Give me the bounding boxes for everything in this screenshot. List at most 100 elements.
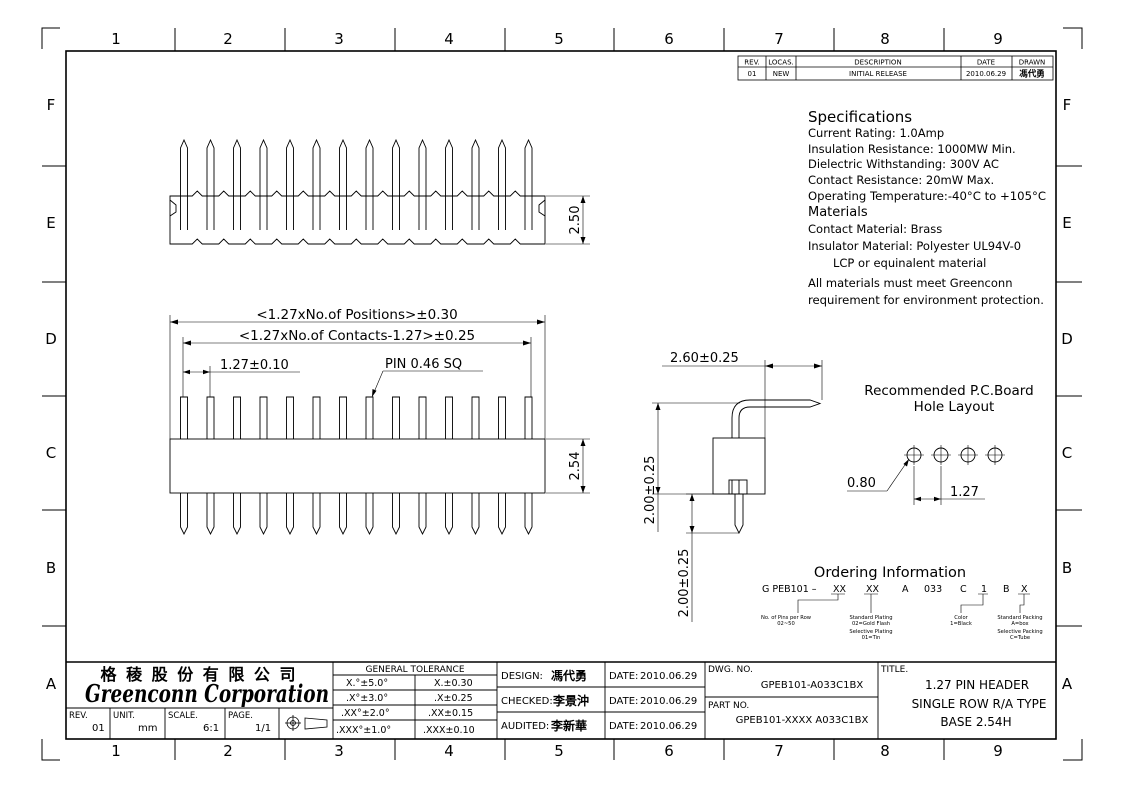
top-view-pin bbox=[259, 138, 268, 230]
order-code-plating: XX bbox=[866, 584, 880, 595]
top-view-notch bbox=[169, 199, 177, 217]
top-view-pin bbox=[180, 138, 188, 230]
dim-positions: <1.27xNo.of Positions>±0.30 bbox=[256, 307, 457, 323]
frame-row-label: F bbox=[47, 96, 56, 114]
front-view-pin bbox=[259, 396, 268, 439]
order-code-a: A bbox=[902, 584, 909, 595]
front-view-pin bbox=[524, 493, 533, 536]
company-name-cn: 格 稜 股 份 有 限 公 司 bbox=[101, 665, 298, 684]
top-view-pin bbox=[339, 138, 347, 230]
order-note-plating-2: 02=Gold Flash bbox=[852, 621, 890, 627]
frame-row-label: D bbox=[1061, 330, 1073, 348]
front-view-pin bbox=[206, 396, 215, 439]
date-value: 2010.06.29 bbox=[640, 696, 697, 707]
dwg-label: DWG. NO. bbox=[708, 665, 753, 675]
dim-side-lower: 2.00±0.25 bbox=[677, 549, 692, 618]
frame-row-label: A bbox=[46, 675, 57, 693]
front-view-pin bbox=[180, 396, 188, 439]
spec-line: Current Rating: 1.0Amp bbox=[808, 126, 944, 140]
front-view-pin bbox=[471, 396, 480, 439]
front-view-pin bbox=[286, 396, 294, 439]
dwg-number: GPEB101-A033C1BX bbox=[761, 680, 864, 691]
tolerance-title: GENERAL TOLERANCE bbox=[365, 665, 464, 675]
top-view-pins bbox=[169, 138, 546, 230]
order-code-c: C bbox=[960, 584, 967, 595]
rev-header-date: DATE bbox=[977, 59, 995, 67]
order-note-color-2: 1=Black bbox=[950, 621, 972, 627]
material-line: requirement for environment protection. bbox=[808, 293, 1044, 307]
frame-column-label: 2 bbox=[223, 742, 233, 760]
order-note-packing-4: C=Tube bbox=[1010, 635, 1030, 641]
drawing-frame bbox=[41, 27, 1083, 761]
pcb-title-line1: Recommended P.C.Board bbox=[864, 383, 1033, 399]
dim-top-height: 2.50 bbox=[568, 206, 583, 235]
frame-column-label: 4 bbox=[444, 30, 454, 48]
top-view-pin bbox=[312, 138, 321, 230]
spec-line: Insulation Resistance: 1000MW Min. bbox=[808, 142, 1016, 156]
dim-body-height: 2.54 bbox=[568, 452, 583, 481]
frame-column-label: 9 bbox=[993, 742, 1003, 760]
frame-column-label: 8 bbox=[880, 742, 890, 760]
order-note-plating-4: 01=Tin bbox=[862, 635, 881, 641]
front-view-pin bbox=[312, 493, 321, 536]
title-label: TITLE. bbox=[880, 665, 908, 675]
dim-side-upper: 2.00±0.25 bbox=[643, 456, 658, 525]
scale-label: SCALE. bbox=[168, 711, 198, 721]
company-name-en: Greenconn Corporation bbox=[85, 679, 329, 708]
pcb-hole-layout: Recommended P.C.Board Hole Layout 0.80 1… bbox=[847, 383, 1034, 505]
page-label: PAGE. bbox=[228, 711, 253, 721]
frame-column-label: 6 bbox=[664, 30, 674, 48]
ordering-title: Ordering Information bbox=[814, 565, 966, 581]
design-name: 馮代勇 bbox=[551, 668, 587, 683]
rev-header-drawn: DRAWN bbox=[1019, 59, 1046, 67]
front-view-pin bbox=[392, 493, 400, 536]
order-note-packing-1: Standard Packing bbox=[997, 615, 1042, 621]
rev-value-description: INITIAL RELEASE bbox=[849, 70, 907, 78]
order-note-color-1: Color bbox=[954, 615, 968, 621]
tolerance-angle: .XXX°±1.0° bbox=[336, 725, 391, 736]
side-view-bent-pin bbox=[731, 399, 822, 438]
unit-value: mm bbox=[138, 723, 157, 734]
front-view-pin bbox=[339, 493, 347, 536]
title-line: BASE 2.54H bbox=[940, 715, 1011, 729]
front-view-pin bbox=[524, 396, 533, 439]
title-line: SINGLE ROW R/A TYPE bbox=[912, 697, 1047, 711]
top-view-pin bbox=[471, 138, 480, 230]
rev-value-date: 2010.06.29 bbox=[966, 70, 1006, 78]
rev-header-locas: LOCAS. bbox=[768, 59, 794, 67]
front-view-pin bbox=[365, 396, 374, 439]
specifications-title: Specifications bbox=[808, 108, 912, 126]
rev-label: REV. bbox=[69, 711, 88, 721]
frame-row-label: F bbox=[1063, 96, 1072, 114]
projection-symbol-icon bbox=[285, 715, 328, 731]
order-code-pins: XX bbox=[833, 584, 847, 595]
date-label: DATE: bbox=[609, 721, 638, 732]
unit-label: UNIT. bbox=[113, 711, 135, 721]
date-label: DATE: bbox=[609, 696, 638, 707]
dim-pitch: 1.27±0.10 bbox=[220, 358, 289, 373]
front-view-pin bbox=[180, 493, 188, 536]
frame-row-label: E bbox=[46, 214, 55, 232]
frame-column-label: 8 bbox=[880, 30, 890, 48]
frame-row-label: B bbox=[46, 559, 56, 577]
frame-column-label: 3 bbox=[334, 30, 344, 48]
scale-value: 6:1 bbox=[203, 723, 219, 734]
order-note-packing-2: A=box bbox=[1011, 621, 1028, 627]
ordering-information: Ordering Information G PEB101 – XX XX A … bbox=[761, 565, 1043, 641]
part-number: GPEB101-XXXX A033C1BX bbox=[736, 715, 869, 726]
side-view-tail bbox=[734, 494, 744, 535]
top-view-pin bbox=[365, 138, 374, 230]
front-view-pin bbox=[471, 493, 480, 536]
title-block: 格 稜 股 份 有 限 公 司 Greenconn Corporation RE… bbox=[66, 661, 1056, 739]
top-view-notch bbox=[538, 199, 546, 217]
front-view-pin bbox=[286, 493, 294, 536]
dim-hole-diameter: 0.80 bbox=[847, 476, 876, 491]
page-value: 1/1 bbox=[255, 723, 271, 734]
top-view-pin bbox=[206, 138, 215, 230]
tolerance-angle: .XX°±2.0° bbox=[341, 708, 390, 719]
title-line: 1.27 PIN HEADER bbox=[925, 678, 1029, 692]
front-view-pin bbox=[312, 396, 321, 439]
frame-column-label: 2 bbox=[223, 30, 233, 48]
audited-label: AUDITED: bbox=[501, 721, 549, 732]
tolerance-linear: .X±0.25 bbox=[434, 693, 473, 704]
